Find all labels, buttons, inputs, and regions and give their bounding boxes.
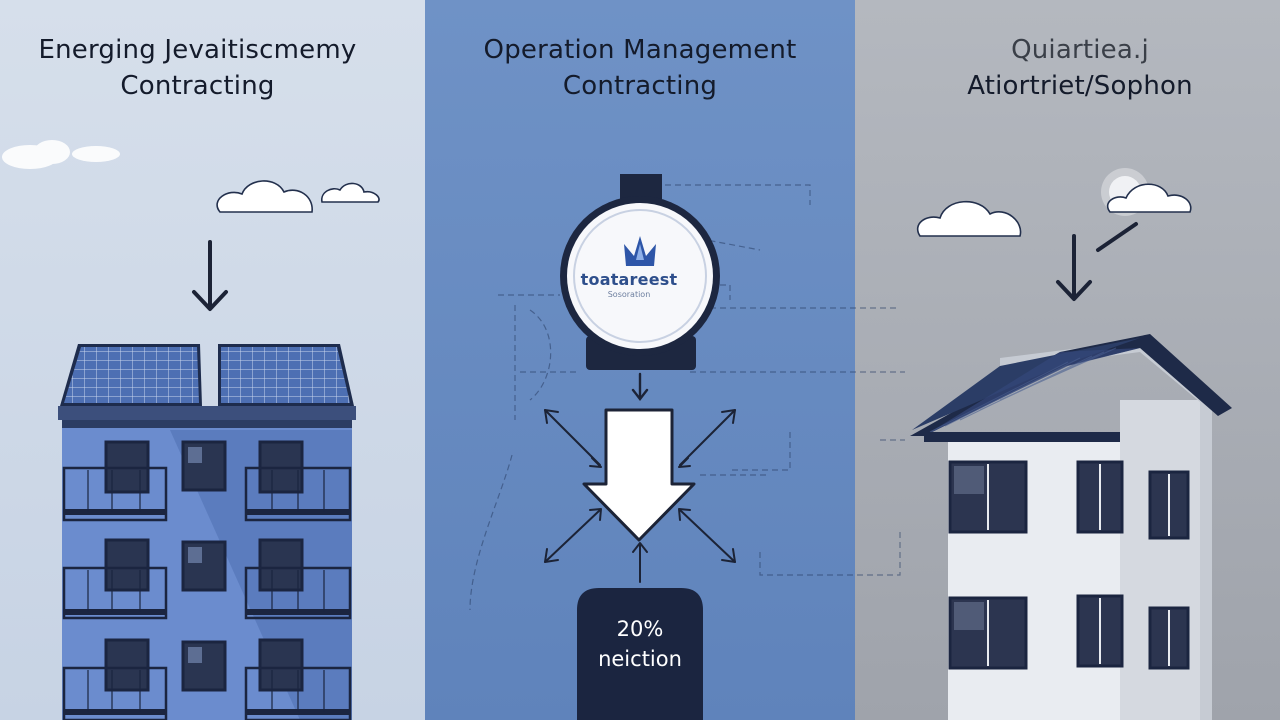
- cloud-left-1: [2, 140, 120, 169]
- title-operation-management: Operation Management Contracting: [440, 32, 840, 104]
- apartment-building: [58, 344, 356, 720]
- cloud-left-2: [216, 180, 380, 213]
- dashed-connector-lines: [469, 184, 905, 611]
- logo-name: toatareest: [580, 270, 678, 289]
- large-down-arrow-icon: [582, 408, 696, 542]
- small-down-arrow-icon: [631, 372, 649, 401]
- solar-panel-array-left: [60, 344, 202, 406]
- flame-logo-icon: [624, 236, 656, 266]
- title-line-1: Quiartiea.j: [1011, 35, 1149, 65]
- cloud-right-1: [916, 183, 1192, 237]
- house-roof: [910, 334, 1232, 436]
- energy-meter-device: [560, 174, 720, 370]
- down-arrow-left-icon: [192, 240, 228, 311]
- title-line-2: Contracting: [562, 71, 718, 101]
- logo-subtitle: Sosoration: [607, 290, 651, 299]
- title-energy-contracting: Energing Jevaitiscmemy Contracting: [0, 32, 395, 104]
- house-window: [1148, 606, 1190, 670]
- savings-badge-text: 20% neiction: [578, 614, 702, 674]
- savings-badge: [577, 588, 703, 720]
- title-line-1: Operation Management: [483, 35, 797, 65]
- building-window: [104, 538, 150, 592]
- building-window: [258, 638, 304, 692]
- title-right-scenario: Quiartiea.j Atiortriet/Sophon: [880, 32, 1280, 104]
- savings-value: 20%: [616, 617, 664, 641]
- house: [910, 334, 1232, 720]
- savings-label: neiction: [598, 647, 682, 671]
- diagonal-arrows: [544, 409, 736, 583]
- solar-panel-array-right: [218, 344, 354, 406]
- balconies: [62, 466, 352, 720]
- meter-logo: toatareest Sosoration: [568, 270, 690, 299]
- down-arrow-right-icon: [1056, 222, 1138, 301]
- title-line-1: Energing Jevaitiscmemy: [38, 35, 357, 65]
- title-line-2: Atiortriet/Sophon: [967, 71, 1193, 101]
- building-window: [104, 638, 150, 692]
- building-window: [258, 538, 304, 592]
- title-line-2: Contracting: [120, 71, 275, 101]
